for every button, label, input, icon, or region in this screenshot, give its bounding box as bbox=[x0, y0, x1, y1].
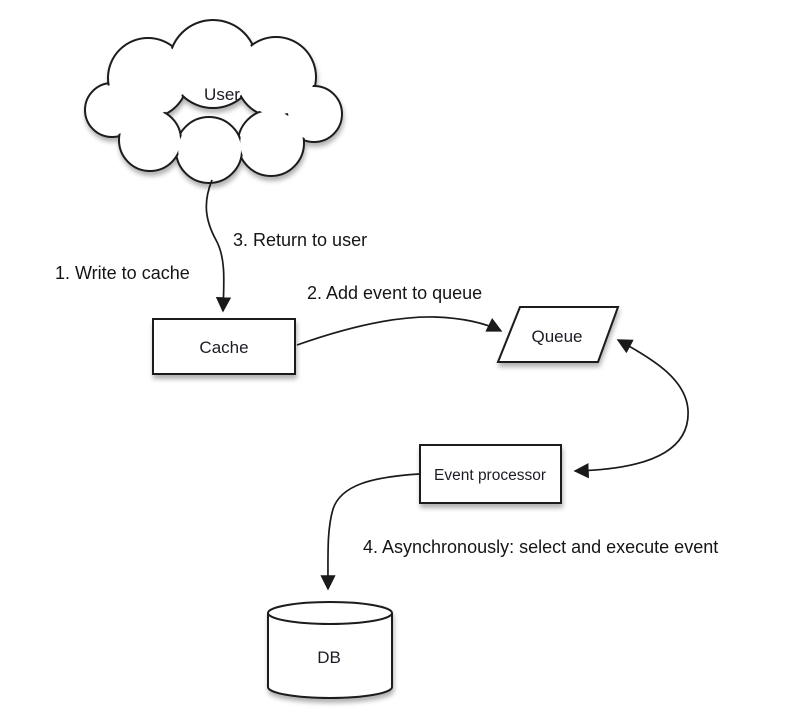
edge-cache-to-queue bbox=[296, 316, 503, 346]
user-cloud bbox=[84, 19, 343, 184]
user-label: User bbox=[204, 85, 240, 104]
db-cylinder bbox=[267, 601, 393, 699]
label-return-to-user: 3. Return to user bbox=[233, 230, 367, 250]
edge-user-to-cache bbox=[205, 179, 232, 313]
db-label: DB bbox=[317, 648, 341, 667]
queue-label: Queue bbox=[531, 327, 582, 346]
event-processor-label: Event processor bbox=[434, 467, 546, 484]
cache-label: Cache bbox=[199, 338, 248, 357]
event-processor-box bbox=[419, 444, 562, 504]
cache-box bbox=[152, 318, 296, 375]
label-write-to-cache: 1. Write to cache bbox=[55, 263, 190, 283]
edge-queue-event-processor bbox=[573, 339, 689, 479]
label-async-execute: 4. Asynchronously: select and execute ev… bbox=[363, 537, 718, 557]
edge-event-processor-to-db bbox=[320, 473, 420, 591]
label-add-event-to-queue: 2. Add event to queue bbox=[307, 283, 482, 303]
